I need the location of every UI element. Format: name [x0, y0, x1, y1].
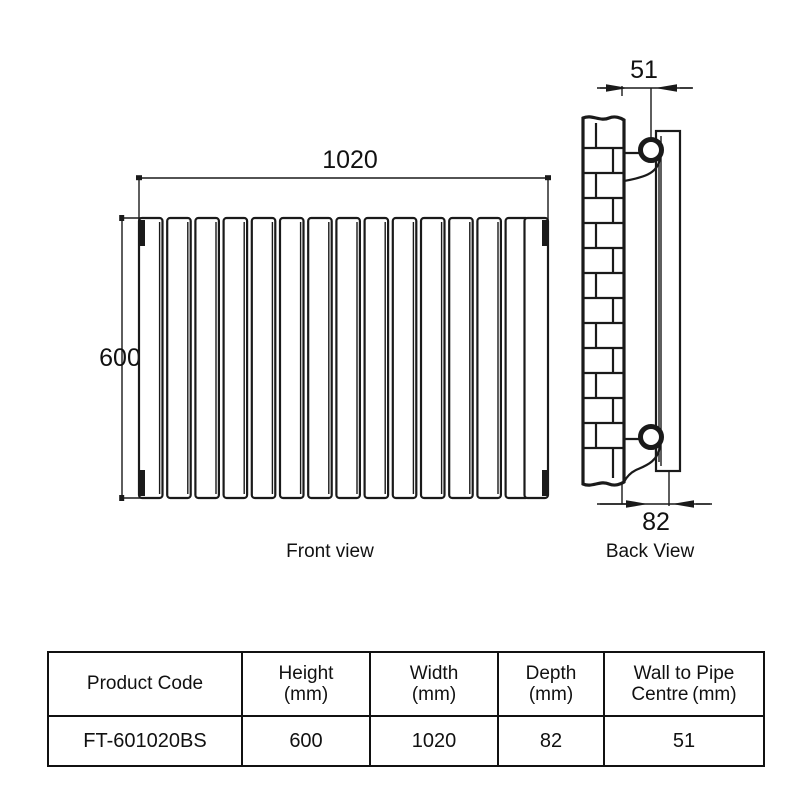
- header-wall-to-pipe-centre-line2: Centre (mm): [631, 684, 737, 705]
- header-height-line2: (mm): [283, 684, 329, 705]
- depth-dimension-51-label: 51: [630, 56, 658, 84]
- header-wall-to-pipe-centre: Wall to Pipe Centre (mm): [603, 651, 765, 717]
- header-width-line1: Width: [409, 662, 459, 684]
- front-view-label: Front view: [286, 541, 374, 562]
- cell-width: 1020: [369, 715, 499, 767]
- radiator-side-profile: [654, 129, 682, 473]
- cell-height: 600: [241, 715, 371, 767]
- cell-product-code: FT-601020BS: [47, 715, 243, 767]
- table-row: FT-601020BS 600 1020 82 51: [47, 715, 765, 767]
- header-product-code: Product Code: [47, 651, 243, 717]
- header-depth-line1: Depth: [525, 662, 577, 684]
- height-dimension-label: 600: [99, 344, 141, 372]
- header-depth-line2: (mm): [528, 684, 574, 705]
- width-dimension-label: 1020: [322, 146, 378, 174]
- header-wall-to-pipe-centre-line1: Wall to Pipe: [633, 662, 735, 684]
- depth-dimension-82: 82: [597, 460, 712, 536]
- specification-table: Product Code Height (mm) Width (mm) Dept…: [47, 651, 765, 767]
- header-width-line2: (mm): [411, 684, 457, 705]
- header-width: Width (mm): [369, 651, 499, 717]
- header-height-line1: Height: [278, 662, 334, 684]
- header-product-code-line1: Product Code: [86, 673, 204, 695]
- wall-section-brick-hatch: [581, 115, 626, 487]
- header-height: Height (mm): [241, 651, 371, 717]
- front-view-group: 1020 600: [99, 146, 551, 562]
- width-dimension-1020: 1020: [136, 146, 551, 232]
- cell-wall-to-pipe-centre: 51: [603, 715, 765, 767]
- depth-dimension-82-label: 82: [642, 508, 670, 536]
- pipe-connection-top: [638, 137, 664, 163]
- depth-dimension-51: 51: [597, 56, 693, 140]
- pipe-connection-bottom: [638, 424, 664, 450]
- cell-depth: 82: [497, 715, 605, 767]
- radiator-front-fins: [137, 216, 550, 500]
- table-header-row: Product Code Height (mm) Width (mm) Dept…: [47, 651, 765, 717]
- back-view-group: 51 82: [581, 56, 712, 562]
- header-depth: Depth (mm): [497, 651, 605, 717]
- height-dimension-600: 600: [99, 215, 160, 501]
- back-view-label: Back View: [606, 541, 695, 562]
